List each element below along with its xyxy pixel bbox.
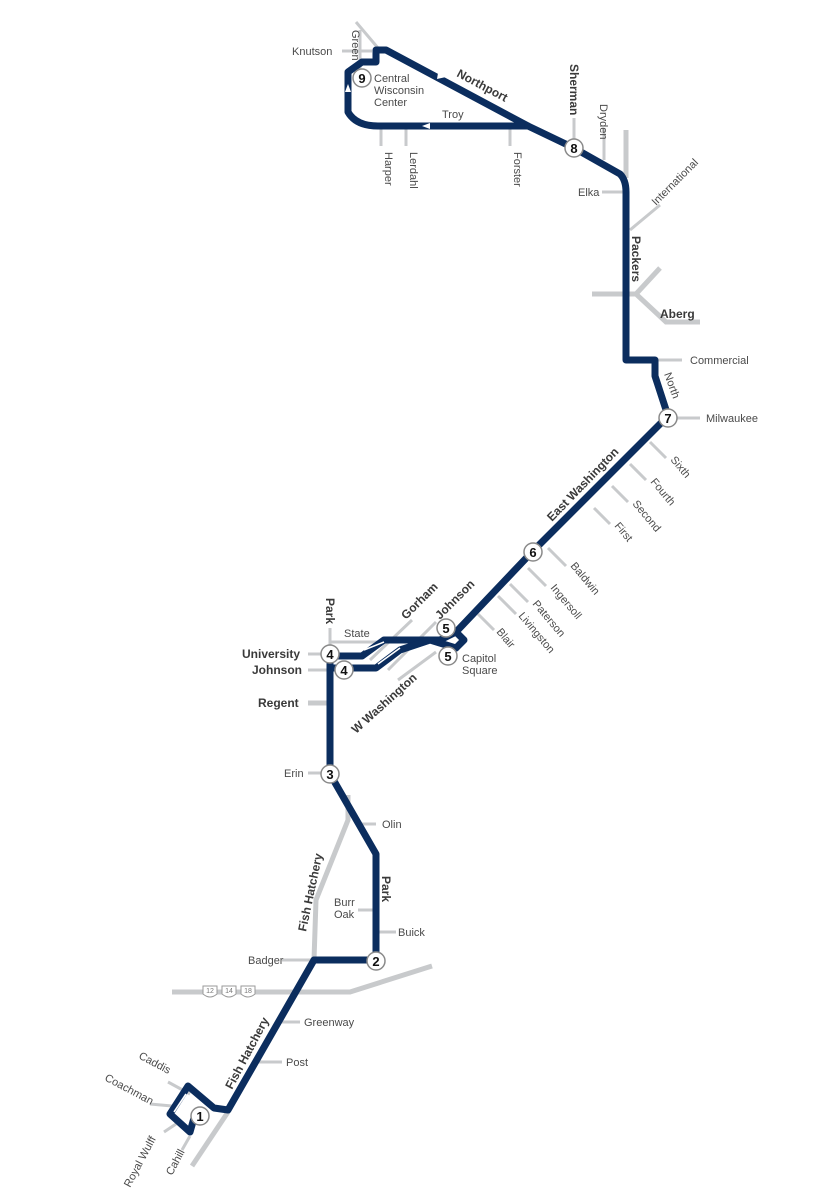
street-labels: Green Knutson Troy Harper Lerdahl Forste… xyxy=(103,30,758,1189)
label-w-washington: W Washington xyxy=(349,670,420,736)
stop-4-university[interactable]: 4 xyxy=(320,644,340,664)
stop-3[interactable]: 3 xyxy=(320,764,340,784)
stop-6[interactable]: 6 xyxy=(523,542,543,562)
label-coachman: Coachman xyxy=(103,1072,156,1108)
label-aberg: Aberg xyxy=(660,307,695,321)
label-milwaukee: Milwaukee xyxy=(706,413,758,425)
label-royal-wulff: Royal Wulff xyxy=(122,1134,159,1190)
label-central-wisconsin-2: Wisconsin xyxy=(374,85,424,97)
label-greenway: Greenway xyxy=(304,1017,355,1029)
label-park-south: Park xyxy=(379,876,393,902)
landmark-labels: Central Wisconsin Center Capitol Square xyxy=(374,73,497,677)
label-post: Post xyxy=(286,1057,308,1069)
label-elka: Elka xyxy=(578,187,600,199)
svg-text:1: 1 xyxy=(196,1109,203,1124)
svg-text:5: 5 xyxy=(442,621,449,636)
stop-4-johnson[interactable]: 4 xyxy=(334,660,354,680)
label-central-wisconsin-1: Central xyxy=(374,73,409,85)
label-commercial: Commercial xyxy=(690,355,749,367)
svg-text:8: 8 xyxy=(570,141,577,156)
label-east-washington: East Washington xyxy=(544,445,621,524)
label-knutson: Knutson xyxy=(292,46,332,58)
label-central-wisconsin-3: Center xyxy=(374,97,407,109)
label-cahill: Cahill xyxy=(164,1147,188,1177)
svg-text:4: 4 xyxy=(340,663,348,678)
svg-text:14: 14 xyxy=(225,988,233,995)
svg-text:7: 7 xyxy=(664,411,671,426)
label-fourth: Fourth xyxy=(648,476,678,508)
label-capitol-2: Square xyxy=(462,665,497,677)
svg-text:4: 4 xyxy=(326,647,334,662)
label-park-top: Park xyxy=(323,598,337,624)
label-erin: Erin xyxy=(284,768,304,780)
label-badger: Badger xyxy=(248,955,284,967)
svg-text:6: 6 xyxy=(529,545,536,560)
label-troy: Troy xyxy=(442,109,464,121)
label-international: International xyxy=(650,157,701,208)
svg-text:5: 5 xyxy=(444,649,451,664)
label-olin: Olin xyxy=(382,819,402,831)
label-green: Green xyxy=(349,30,361,61)
label-dryden: Dryden xyxy=(597,104,609,139)
svg-text:12: 12 xyxy=(206,988,214,995)
label-state: State xyxy=(344,628,370,640)
label-sherman: Sherman xyxy=(567,64,581,115)
stop-2[interactable]: 2 xyxy=(366,951,386,971)
label-burr: Burr xyxy=(334,897,355,909)
stop-9[interactable]: 9 xyxy=(352,68,372,88)
label-capitol-1: Capitol xyxy=(462,653,496,665)
svg-text:3: 3 xyxy=(326,767,333,782)
label-sixth: Sixth xyxy=(668,454,693,480)
stop-8[interactable]: 8 xyxy=(564,138,584,158)
label-caddis: Caddis xyxy=(137,1050,173,1077)
svg-text:18: 18 xyxy=(244,988,252,995)
svg-text:2: 2 xyxy=(372,954,379,969)
label-oak: Oak xyxy=(334,909,355,921)
label-packers: Packers xyxy=(629,236,643,282)
label-buick: Buick xyxy=(398,927,425,939)
stop-5-north[interactable]: 5 xyxy=(436,618,456,638)
svg-text:9: 9 xyxy=(358,71,365,86)
stop-1[interactable]: 1 xyxy=(190,1106,210,1126)
label-harper: Harper xyxy=(382,152,394,186)
label-johnson-w: Johnson xyxy=(252,663,302,677)
label-forster: Forster xyxy=(511,152,523,187)
highway-shields: 12 14 18 xyxy=(202,985,256,998)
bus-route xyxy=(166,46,672,1136)
label-blair: Blair xyxy=(494,626,518,651)
label-gorham: Gorham xyxy=(398,580,440,622)
stop-7[interactable]: 7 xyxy=(658,408,678,428)
label-first: First xyxy=(612,520,635,544)
label-baldwin: Baldwin xyxy=(568,560,602,597)
label-university: University xyxy=(242,647,300,661)
label-lerdahl: Lerdahl xyxy=(407,152,419,189)
stop-5-south[interactable]: 5 xyxy=(438,646,458,666)
label-second: Second xyxy=(630,498,663,534)
label-regent: Regent xyxy=(258,696,299,710)
